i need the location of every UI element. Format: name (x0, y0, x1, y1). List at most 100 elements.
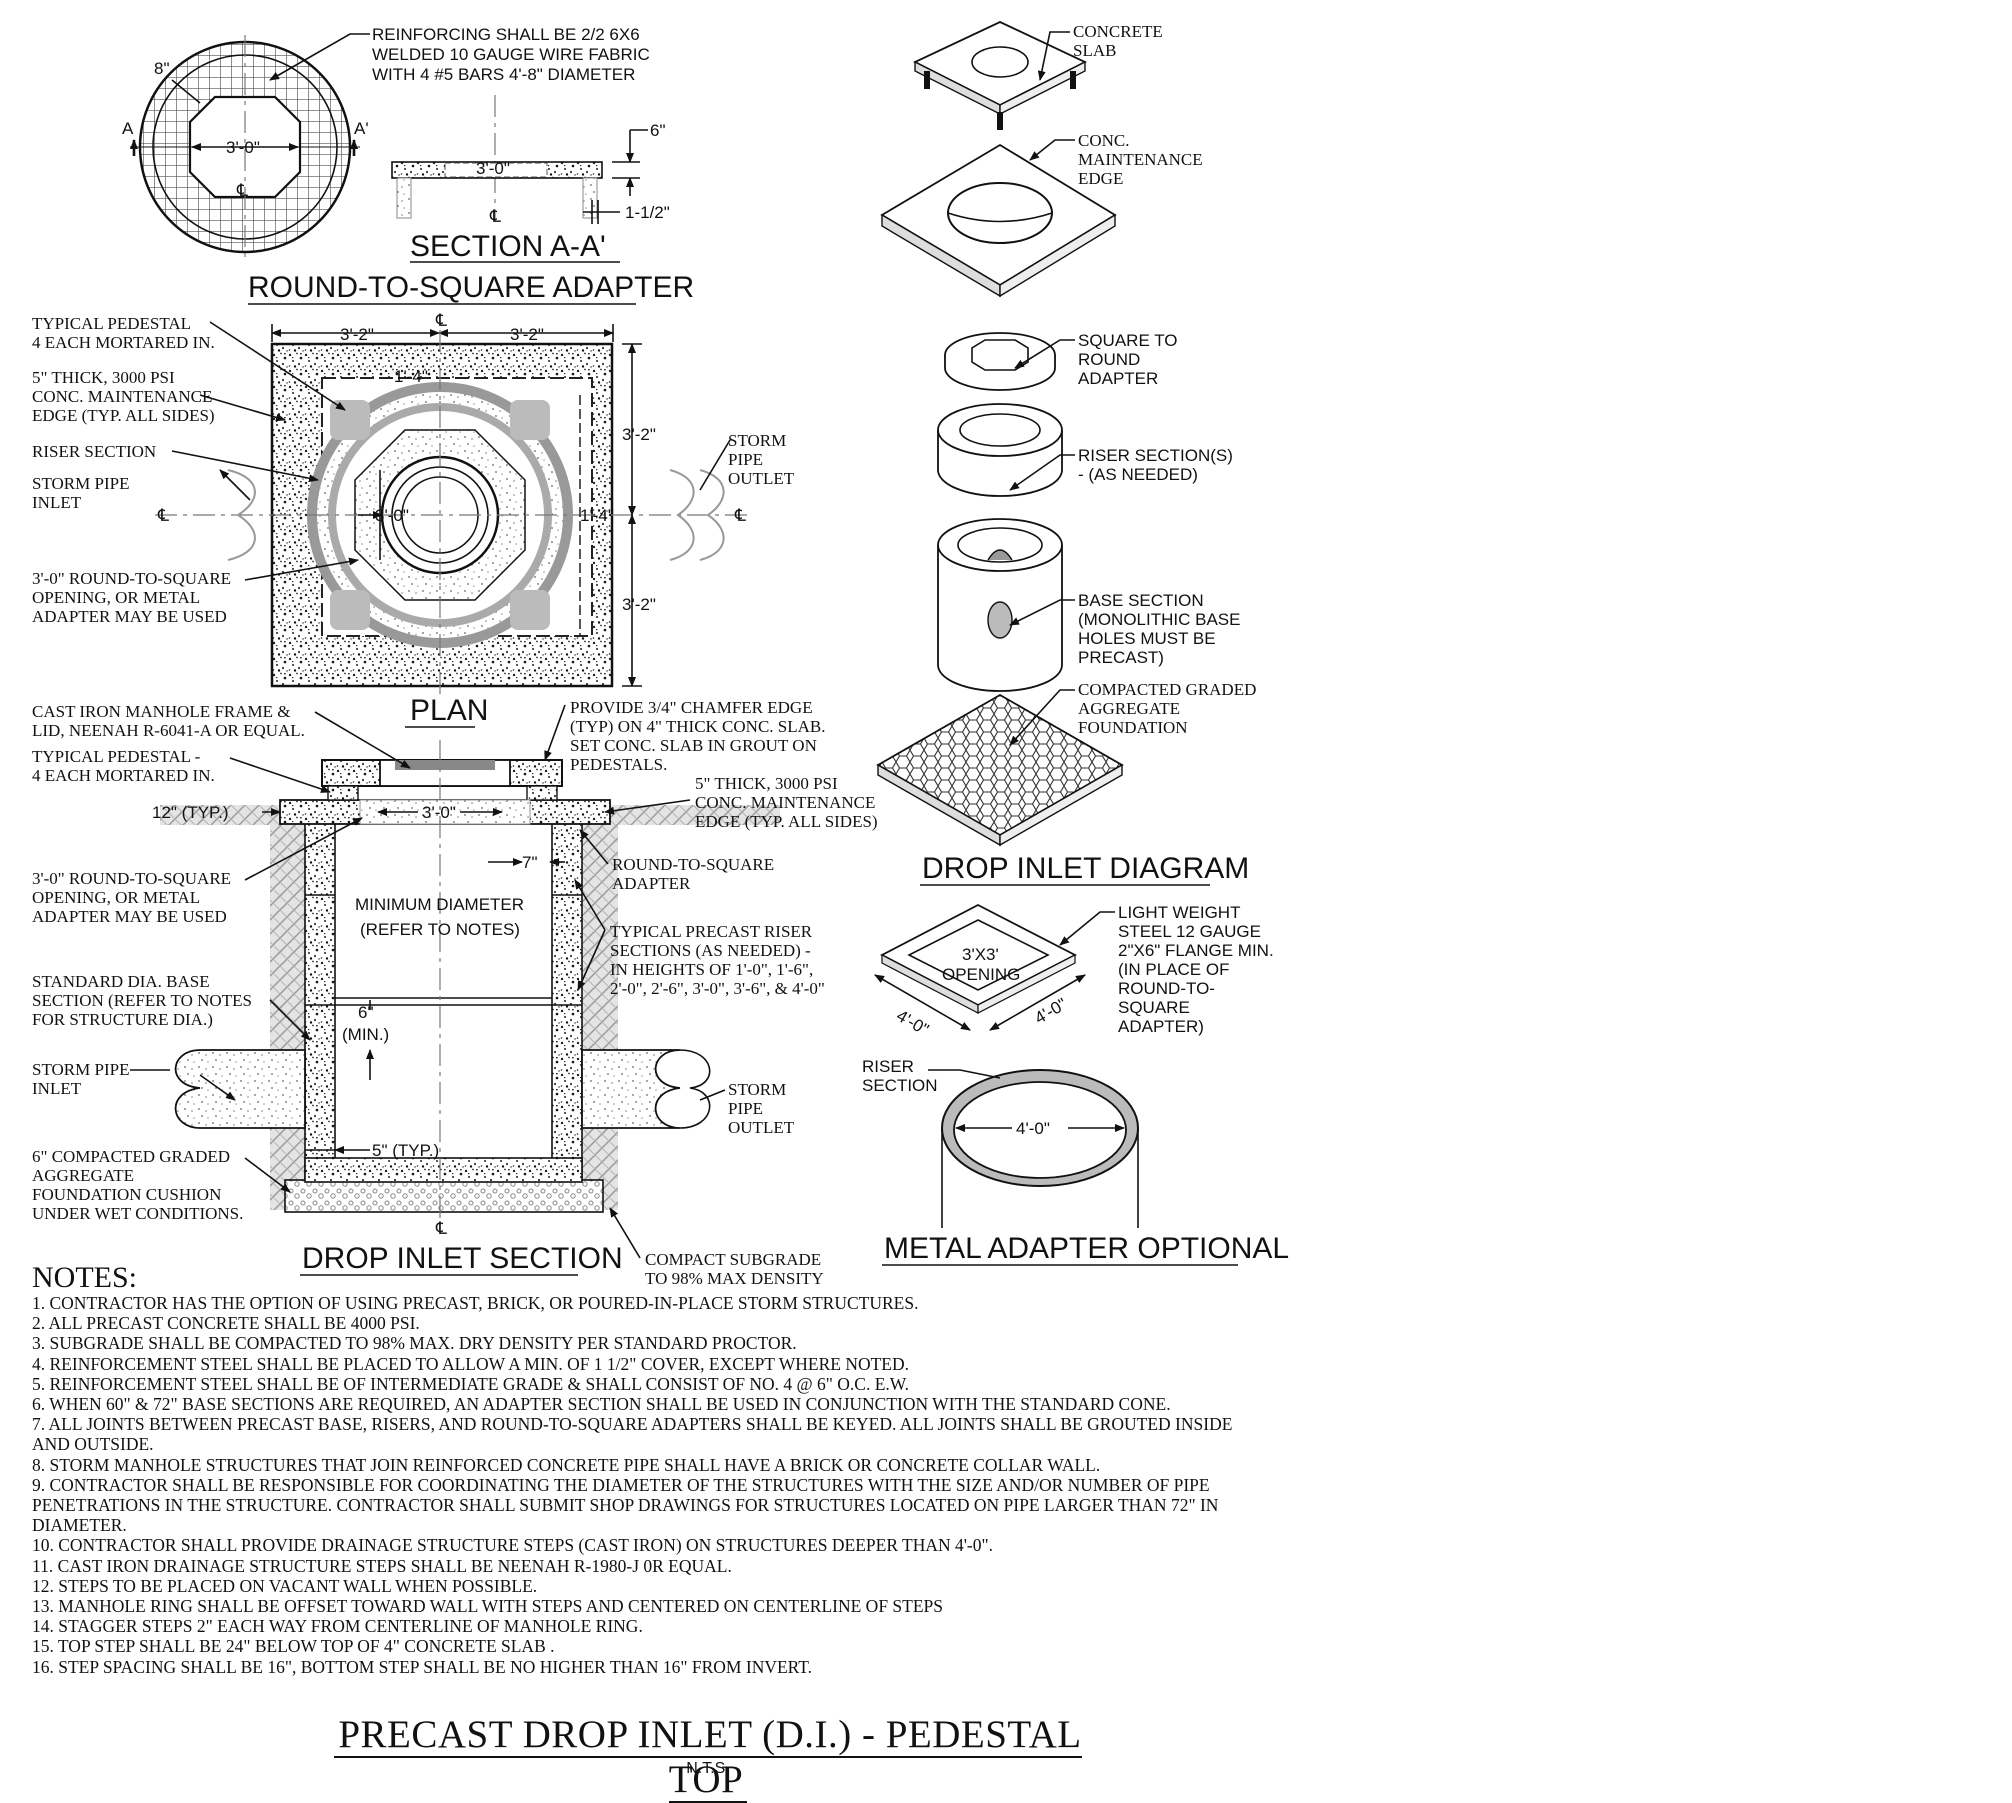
plan-label-riser: RISER SECTION (32, 442, 156, 461)
plan-dim-1-4-top: 1'-4" (394, 367, 428, 386)
metal-label-riser: RISER SECTION (862, 1057, 938, 1095)
round-to-square-title: ROUND-TO-SQUARE ADAPTER (248, 271, 694, 304)
metal-label-flange: LIGHT WEIGHT STEEL 12 GAUGE 2"X6" FLANGE… (1118, 903, 1278, 1036)
note-item: 4. REINFORCEMENT STEEL SHALL BE PLACED T… (32, 1353, 909, 1374)
notes-list: 1. CONTRACTOR HAS THE OPTION OF USING PR… (32, 1293, 1252, 1677)
metal-title: METAL ADAPTER OPTIONAL (884, 1232, 1289, 1265)
svg-text:℄: ℄ (734, 506, 746, 525)
drop-inlet-diagram: CONCRETE SLAB CONC. MAINTENANCE EDGE SQU… (876, 21, 1261, 886)
plan-pedestal-1 (330, 400, 370, 440)
section-dim-7: 7" (522, 853, 538, 872)
adapter-dim-8: 8" (154, 59, 170, 78)
section-outlet-pipe (581, 1049, 681, 1129)
section-label-adapter: ROUND-TO-SQUARE ADAPTER (612, 855, 778, 893)
plan-pedestal-4 (510, 590, 550, 630)
note-item: 7. ALL JOINTS BETWEEN PRECAST BASE, RISE… (32, 1414, 1233, 1455)
plan-dim-top-right: 3'-2" (510, 325, 544, 344)
note-item: 9. CONTRACTOR SHALL BE RESPONSIBLE FOR C… (32, 1474, 1219, 1536)
section-cut-a: A (122, 119, 134, 138)
plan-pedestal-3 (330, 590, 370, 630)
diagram-label-base: BASE SECTION (MONOLITHIC BASE HOLES MUST… (1078, 591, 1245, 667)
plan-view: 3'-2" 3'-2" ℄ 3'-0" 1'-4" 1'-4" 3'-2" 3'… (32, 311, 795, 728)
metal-adapter-optional: 3'X3' OPENING 4'-0" 4'-0" LIGHT WEIGHT S… (862, 903, 1289, 1266)
plan-pedestal-2 (510, 400, 550, 440)
round-to-square-adapter-plan: A A' 3'-0" ℄ 8" REINFORCING SHALL BE 2/2… (122, 25, 654, 258)
section-label-chamfer: PROVIDE 3/4" CHAMFER EDGE (TYP) ON 4" TH… (570, 698, 830, 774)
section-label-foundation: 6" COMPACTED GRADED AGGREGATE FOUNDATION… (32, 1147, 243, 1223)
metal-dim-right: 4'-0" (1031, 994, 1070, 1027)
drawing-title: PRECAST DROP INLET (D.I.) - PEDESTAL TOP (318, 1712, 1098, 1803)
notes-heading: NOTES: (32, 1261, 137, 1294)
section-label-maint-edge: 5" THICK, 3000 PSI CONC. MAINTENANCE EDG… (695, 774, 880, 831)
plan-dim-opening: 3'-0" (375, 506, 409, 525)
plan-title: PLAN (410, 694, 488, 727)
section-dim-5: 5" (TYP.) (372, 1141, 439, 1160)
metal-dim-4-0: 4'-0" (1016, 1119, 1050, 1138)
section-min-diameter: MINIMUM DIAMETER (REFER TO NOTES) (355, 895, 529, 939)
note-item: 14. STAGGER STEPS 2" EACH WAY FROM CENTE… (32, 1616, 643, 1637)
drawing-sheet: A A' 3'-0" ℄ 8" REINFORCING SHALL BE 2/2… (32, 21, 1289, 1288)
section-label-frame: CAST IRON MANHOLE FRAME & LID, NEENAH R-… (32, 702, 305, 740)
notes-block: NOTES: 1. CONTRACTOR HAS THE OPTION OF U… (32, 1263, 1252, 1677)
section-label-risers: TYPICAL PRECAST RISER SECTIONS (AS NEEDE… (610, 922, 825, 998)
adapter-section-a-a: 3'-0" 6" 1-1/2" ℄ SECTION A-A' ROUND-TO-… (248, 95, 694, 305)
section-label-base: STANDARD DIA. BASE SECTION (REFER TO NOT… (32, 972, 256, 1029)
section-label-outlet: STORM PIPE OUTLET (728, 1080, 795, 1137)
plan-dim-right-top: 3'-2" (622, 425, 656, 444)
plan-label-maint-edge: 5" THICK, 3000 PSI CONC. MAINTENANCE EDG… (32, 368, 217, 425)
note-item: 11. CAST IRON DRAINAGE STRUCTURE STEPS S… (32, 1555, 732, 1576)
scale-note: N.T.S. (686, 1760, 730, 1777)
section-dim-3-0: 3'-0" (476, 159, 510, 178)
section-label-opening: 3'-0" ROUND-TO-SQUARE OPENING, OR METAL … (32, 869, 235, 926)
reinforcing-note: REINFORCING SHALL BE 2/2 6X6 WELDED 10 G… (372, 25, 654, 84)
note-item: 2. ALL PRECAST CONCRETE SHALL BE 4000 PS… (32, 1313, 420, 1334)
section-dim-6: 6" (650, 121, 666, 140)
metal-dim-left: 4'-0" (893, 1006, 932, 1039)
section-label-subgrade: COMPACT SUBGRADE TO 98% MAX DENSITY (645, 1250, 825, 1288)
svg-text:℄: ℄ (489, 207, 501, 226)
plan-label-opening: 3'-0" ROUND-TO-SQUARE OPENING, OR METAL … (32, 569, 235, 626)
section-wall-right (551, 821, 583, 1181)
note-item: 16. STEP SPACING SHALL BE 16", BOTTOM ST… (32, 1656, 813, 1677)
note-item: 10. CONTRACTOR SHALL PROVIDE DRAINAGE ST… (32, 1535, 994, 1556)
section-title: DROP INLET SECTION (302, 1242, 623, 1275)
note-item: 3. SUBGRADE SHALL BE COMPACTED TO 98% MA… (32, 1333, 797, 1354)
section-base-slab (304, 1157, 583, 1183)
section-cut-a-prime: A' (354, 119, 369, 138)
section-dim-6: 6" (358, 1003, 374, 1022)
adapter-dim-3-0: 3'-0" (226, 138, 260, 157)
plan-label-inlet: STORM PIPE INLET (32, 474, 134, 512)
note-item: 8. STORM MANHOLE STRUCTURES THAT JOIN RE… (32, 1454, 1101, 1475)
note-item: 6. WHEN 60" & 72" BASE SECTIONS ARE REQU… (32, 1394, 1171, 1415)
section-wall-left (304, 821, 336, 1181)
diagram-label-foundation: COMPACTED GRADED AGGREGATE FOUNDATION (1078, 680, 1261, 737)
section-dim-1-5: 1-1/2" (625, 203, 670, 222)
svg-text:℄: ℄ (157, 506, 169, 525)
note-item: 15. TOP STEP SHALL BE 24" BELOW TOP OF 4… (32, 1636, 555, 1657)
section-dim-12: 12" (TYP.) (152, 803, 229, 822)
section-label-pedestal: TYPICAL PEDESTAL - 4 EACH MORTARED IN. (32, 747, 215, 785)
plan-dim-top-left: 3'-2" (340, 325, 374, 344)
plan-dim-1-4-right: 1'-4" (580, 506, 614, 525)
note-item: 13. MANHOLE RING SHALL BE OFFSET TOWARD … (32, 1596, 943, 1617)
section-inlet-pipe (174, 1049, 306, 1129)
drop-inlet-section: 3'-0" 12" (TYP.) 7" MINIMUM DIAMETER (RE… (32, 698, 880, 1288)
diagram-label-slab: CONCRETE SLAB (1073, 22, 1167, 60)
section-label-inlet: STORM PIPE INLET (32, 1060, 134, 1098)
plan-outlet-pipe (669, 469, 695, 561)
section-dim-min: (MIN.) (342, 1025, 389, 1044)
diagram-label-adapter: SQUARE TO ROUND ADAPTER (1078, 331, 1182, 388)
note-item: 1. CONTRACTOR HAS THE OPTION OF USING PR… (32, 1293, 919, 1313)
section-manhole-lid (395, 760, 495, 770)
diagram-label-maint: CONC. MAINTENANCE EDGE (1078, 131, 1207, 188)
note-item: 12. STEPS TO BE PLACED ON VACANT WALL WH… (32, 1575, 538, 1596)
plan-label-outlet: STORM PIPE OUTLET (728, 431, 795, 488)
svg-text:℄: ℄ (435, 1219, 447, 1238)
plan-dim-right-bottom: 3'-2" (622, 595, 656, 614)
note-item: 5. REINFORCEMENT STEEL SHALL BE OF INTER… (32, 1373, 910, 1394)
section-dim-3-0: 3'-0" (422, 803, 456, 822)
svg-text:℄: ℄ (435, 311, 447, 330)
diagram-title: DROP INLET DIAGRAM (922, 852, 1249, 885)
diagram-label-riser: RISER SECTION(S) - (AS NEEDED) (1078, 446, 1238, 484)
section-foundation-cushion (284, 1179, 604, 1213)
